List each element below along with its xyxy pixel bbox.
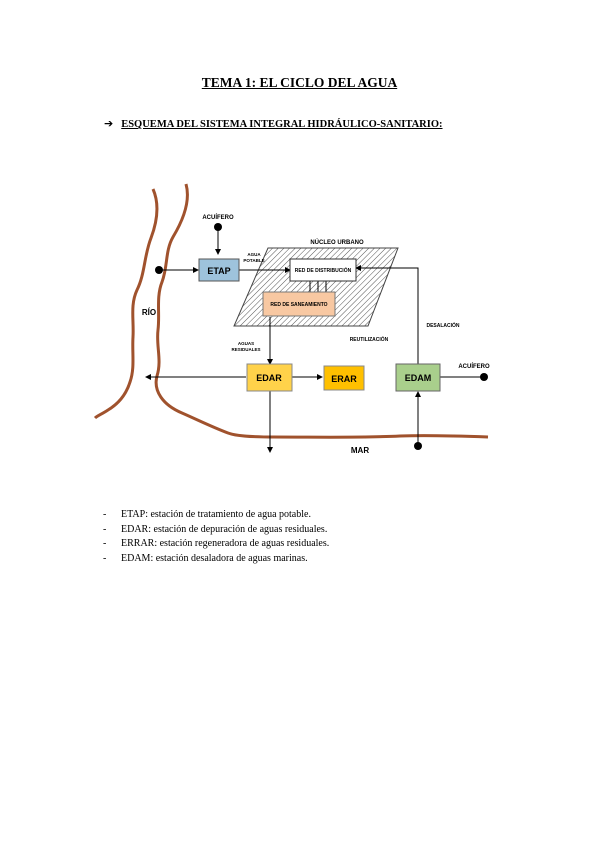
legend-text: ETAP: estación de tratamiento de agua po… (121, 509, 311, 520)
legend-dash: - (103, 523, 107, 535)
etap-label: ETAP (207, 266, 230, 276)
legend-text: ERRAR: estación regeneradora de aguas re… (121, 538, 330, 549)
edam-label: EDAM (405, 373, 432, 383)
aguas-residuales-label-1: AGUAS (238, 341, 254, 346)
agua-potable-label-1: AGUA (247, 252, 261, 257)
edar-label: EDAR (256, 373, 282, 383)
aquifer-right-dot (480, 373, 488, 381)
aguas-residuales-label-2: RESIDUALES (231, 347, 260, 352)
legend-text: EDAR: estación de depuración de aguas re… (121, 523, 328, 535)
legend-item-etap: - ETAP: estación de tratamiento de agua p… (103, 508, 329, 523)
legend-dash: - (103, 552, 107, 564)
sea-intake-dot (414, 442, 422, 450)
aquifer-top-dot (214, 223, 222, 231)
nucleo-urbano-label: NÚCLEO URBANO (310, 239, 364, 246)
legend-item-edar: - EDAR: estación de depuración de aguas r… (103, 523, 329, 538)
legend-dash: - (103, 509, 107, 520)
erar-box (323, 365, 365, 391)
red-saneamiento-box (262, 291, 336, 317)
arrow-right-icon: ➔ (104, 117, 114, 130)
aquifer-right-label: ACUÍFERO (458, 362, 490, 370)
red-distribucion-label: RED DE DISTRIBUCIÓN (295, 266, 352, 274)
edar-box (246, 363, 293, 392)
sea-coastline (271, 434, 489, 439)
mar-label: MAR (351, 446, 369, 455)
section-heading: ➔ ESQUEMA DEL SISTEMA INTEGRAL HIDRÁULICO… (104, 117, 443, 130)
etap-box (198, 258, 240, 282)
desalacion-label: DESALACIÓN (426, 321, 459, 329)
river-intake-dot (155, 266, 163, 274)
edam-box (395, 363, 441, 392)
aquifer-top-label: ACUÍFERO (202, 213, 234, 221)
agua-potable-label-2: POTABLE (243, 258, 264, 263)
red-distribucion-box (289, 258, 357, 282)
reutilizacion-label: REUTILIZACIÓN (350, 335, 389, 343)
section-heading-text: ESQUEMA DEL SISTEMA INTEGRAL HIDRÁULICO-… (121, 119, 443, 130)
rio-label: RÍO (142, 308, 156, 317)
river-left-bank (93, 188, 159, 420)
erar-label: ERAR (331, 374, 357, 384)
legend-list: - ETAP: estación de tratamiento de agua p… (103, 508, 329, 566)
legend-item-errar: - ERRAR: estación regeneradora de aguas r… (103, 537, 329, 552)
red-saneamiento-label: RED DE SANEAMIENTO (270, 302, 327, 308)
river-right-bank (154, 183, 276, 439)
page-title: TEMA 1: EL CICLO DEL AGUA (201, 75, 398, 90)
legend-dash: - (103, 538, 107, 549)
legend-item-edam: - EDAM: estación desaladora de aguas mari… (103, 552, 329, 567)
legend-text: EDAM: estación desaladora de aguas marin… (121, 552, 308, 564)
